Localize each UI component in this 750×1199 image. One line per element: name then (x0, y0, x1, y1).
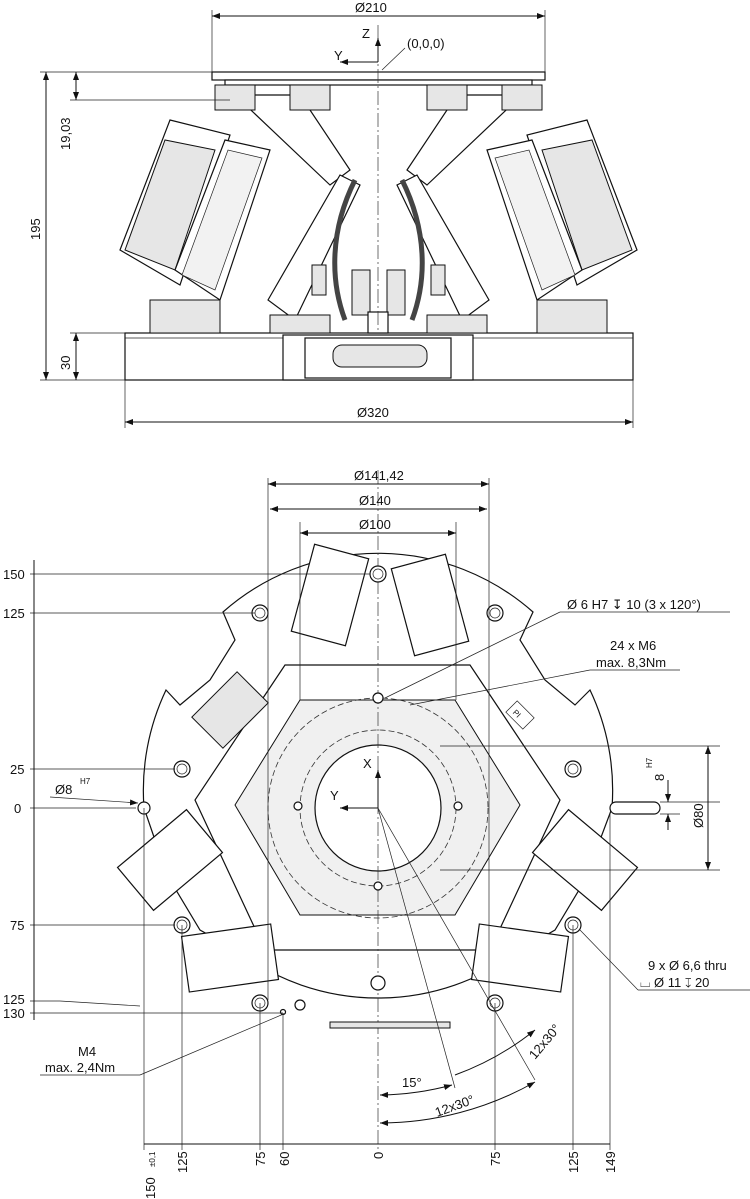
dim-y-75: 75 (10, 918, 24, 933)
dim-y-neg130: 130 (3, 1006, 25, 1021)
dim-top-diameter: Ø210 (355, 0, 387, 15)
connector (329, 1021, 451, 1029)
dim-x-125: 125 (566, 1151, 581, 1173)
callout-holes-thru: 9 x Ø 6,6 thru (648, 958, 727, 973)
slot-width: 8 (652, 774, 667, 781)
dim-y-0: 0 (14, 801, 21, 816)
mounting-holes (137, 565, 582, 1016)
actuator-left-inner (233, 94, 361, 321)
axis-x-label: X (363, 756, 372, 771)
angle-12x30-inner: 12x30° (526, 1021, 564, 1062)
origin-label: (0,0,0) (407, 36, 445, 51)
dim-x-neg150: 150 (143, 1177, 158, 1199)
center-bore-diameter: Ø80 (691, 803, 706, 828)
callout-thread-count: 24 x M6 (610, 638, 656, 653)
dim-y-125: 125 (3, 606, 25, 621)
d-sub-connector (332, 344, 428, 368)
left-dimensions: 150 125 25 0 75 125 130 (3, 560, 370, 1021)
callout-m4: M4 (78, 1044, 96, 1059)
dim-base-height: 30 (58, 356, 73, 370)
axis-z-label: Z (362, 26, 370, 41)
svg-text:PI: PI (511, 708, 523, 720)
angle-12x30-outer: 12x30° (433, 1092, 476, 1120)
pi-logo: PI (505, 700, 535, 730)
pin-hole-tol: H7 (80, 777, 91, 786)
dim-y-neg125: 125 (3, 992, 25, 1007)
callout-dowel: Ø 6 H7 ↧ 10 (3 x 120°) (567, 597, 701, 612)
dim-diameter-141: Ø141,42 (354, 468, 404, 483)
dim-x-neg125: 125 (175, 1151, 190, 1173)
dim-x-neg60: 60 (277, 1152, 292, 1166)
angle-15: 15° (402, 1075, 422, 1090)
bottom-dimensions: 150 ±0,1 125 75 60 0 75 125 149 (143, 808, 618, 1199)
dim-x-tol: ±0,1 (148, 1151, 157, 1167)
top-view: PI X Y Ø141,42 Ø140 Ø100 150 125 (3, 468, 750, 1199)
actuators (116, 543, 639, 993)
axis-y-label: Y (330, 788, 339, 803)
dim-diameter-140: Ø140 (359, 493, 391, 508)
dim-x-neg75: 75 (253, 1152, 268, 1166)
dim-height-pivot: 19,03 (58, 117, 73, 150)
axis-y-label: Y (334, 48, 343, 63)
callout-holes-counterbore: ⌴ Ø 11 ↧ 20 (640, 975, 709, 990)
actuator-right-inner (396, 94, 524, 321)
dim-x-149: 149 (603, 1151, 618, 1173)
side-view: Z Y (0,0,0) Ø210 Ø320 195 19,03 30 (28, 0, 638, 428)
callout-thread-torque: max. 8,3Nm (596, 655, 666, 670)
dim-x-75: 75 (488, 1152, 503, 1166)
joints (149, 84, 608, 334)
actuator-right-outer (486, 119, 638, 301)
dim-height-total: 195 (28, 218, 43, 240)
top-platform (211, 71, 546, 81)
slot-tol: H7 (645, 757, 654, 768)
slot (609, 801, 661, 815)
dim-x-0: 0 (371, 1152, 386, 1159)
dim-y-25: 25 (10, 762, 24, 777)
dim-diameter-100: Ø100 (359, 517, 391, 532)
callout-m4-torque: max. 2,4Nm (45, 1060, 115, 1075)
pin-hole-label: Ø8 (55, 782, 72, 797)
actuator-left-outer (119, 119, 271, 301)
dim-y-150: 150 (3, 567, 25, 582)
dim-base-diameter: Ø320 (357, 405, 389, 420)
